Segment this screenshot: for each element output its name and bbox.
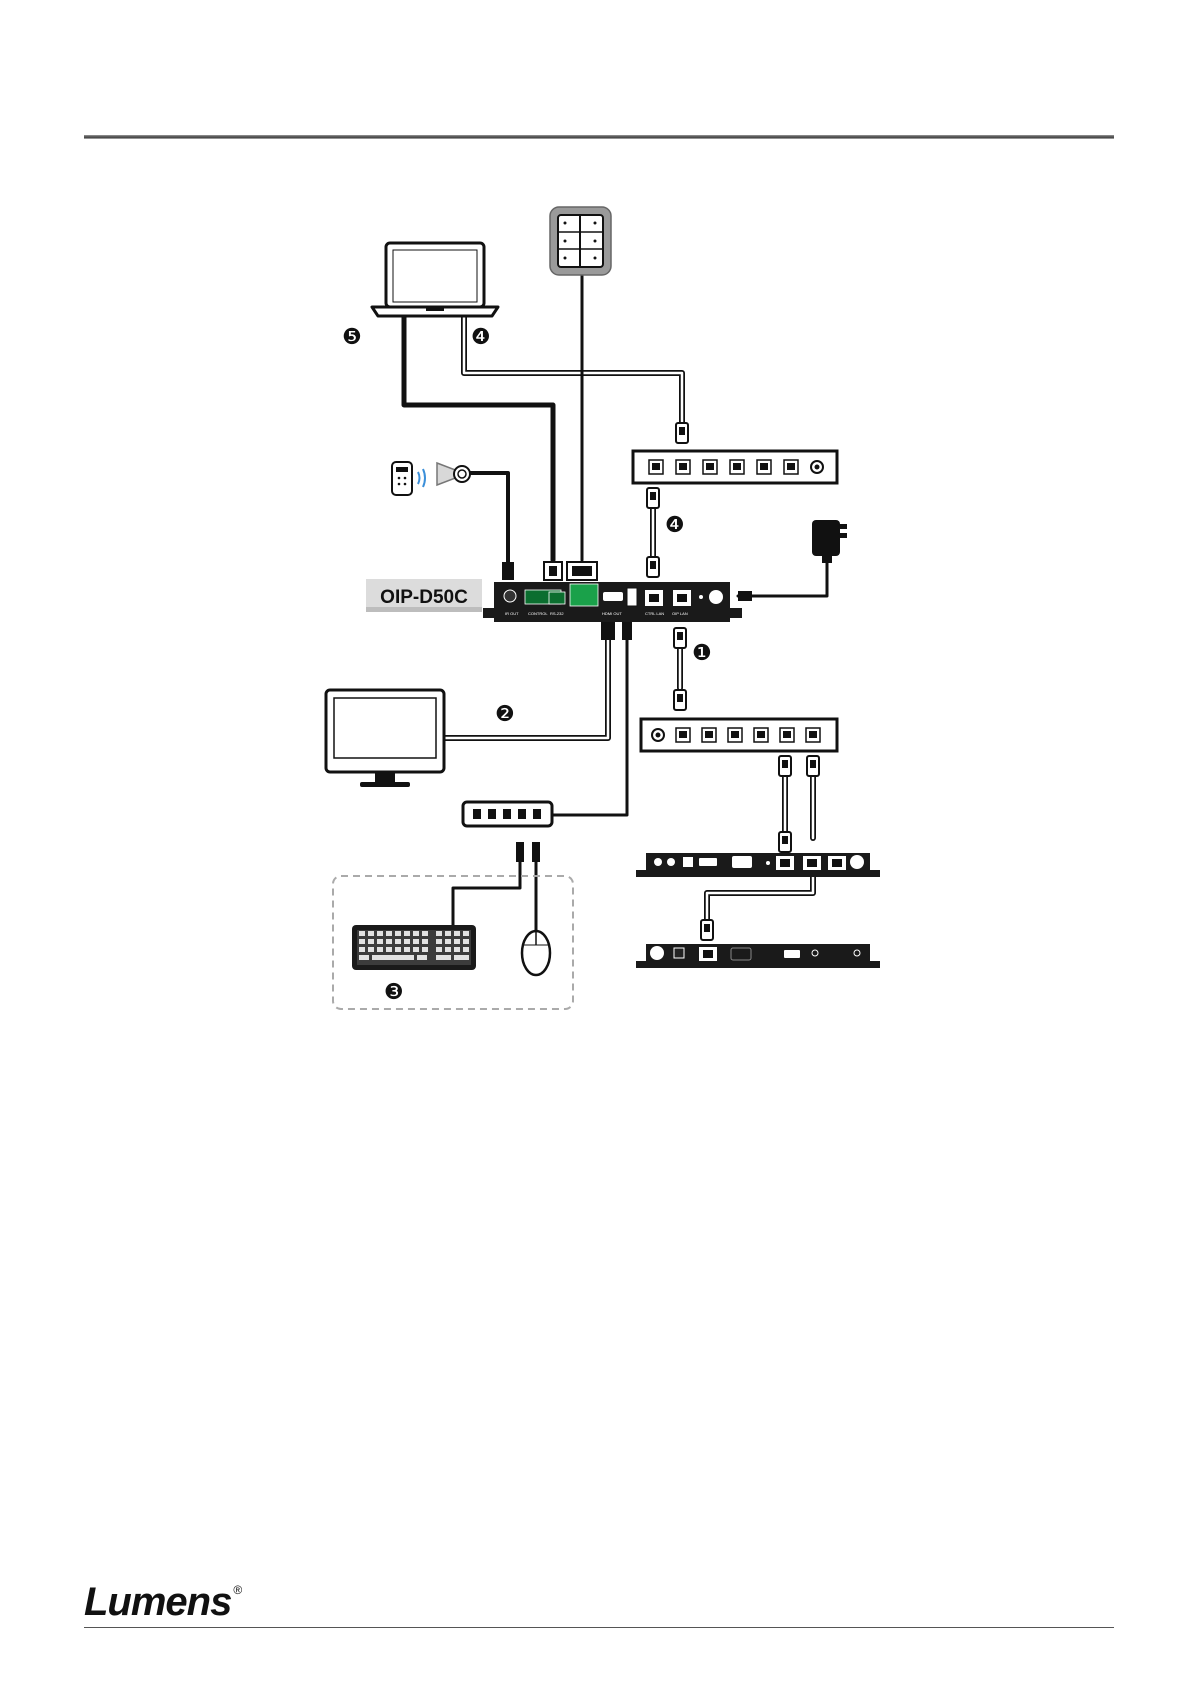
usb-hub-icon	[463, 802, 552, 826]
rj45-plug	[676, 423, 688, 443]
svg-text:IR OUT: IR OUT	[505, 611, 519, 616]
power-adapter-icon	[812, 520, 847, 563]
mouse-icon	[522, 931, 550, 975]
hdmi-plug	[601, 622, 615, 640]
rs232-terminal-plug	[544, 562, 562, 580]
network-switch-lower	[641, 719, 837, 751]
ir-remote-icon	[392, 462, 412, 495]
cable-enc-dec	[707, 872, 813, 920]
cable-hdmi	[445, 638, 608, 738]
ir-signal-icon	[418, 469, 425, 487]
ir-sensor-icon	[437, 463, 470, 485]
lumens-logo: Lumens®	[84, 1582, 239, 1622]
rj45-plug	[647, 557, 659, 577]
marker-4-upper: ❹	[471, 324, 491, 349]
usb-plug	[516, 842, 540, 862]
rj45-plug	[701, 920, 713, 940]
cable-rs232	[404, 316, 553, 560]
control-terminal-plug	[567, 562, 597, 580]
rj45-plug	[779, 832, 791, 852]
monitor-icon	[326, 690, 444, 787]
marker-2: ❷	[495, 701, 515, 726]
svg-text:CTRL LAN: CTRL LAN	[645, 611, 664, 616]
model-name: OIP-D50C	[380, 587, 468, 608]
model-label: OIP-D50C	[366, 579, 482, 612]
marker-5: ❺	[342, 324, 362, 349]
cable-ir	[468, 473, 508, 562]
marker-3: ❸	[384, 979, 404, 1004]
oip-d50c-device: IR OUT CONTROL RS-232 HDMI OUT CTRL LAN …	[483, 582, 742, 622]
rj45-plug	[807, 756, 819, 776]
marker-1: ❶	[692, 640, 712, 665]
svg-text:HDMI OUT: HDMI OUT	[602, 611, 622, 616]
control-panel-icon	[550, 207, 611, 275]
power-connector-plug	[738, 591, 752, 601]
usb-plug	[622, 622, 632, 640]
cable-keyboard	[453, 862, 520, 925]
registered-mark: ®	[233, 1583, 241, 1597]
svg-text:CONTROL: CONTROL	[528, 611, 548, 616]
logo-text: Lumens	[84, 1580, 231, 1624]
decoder-device	[636, 944, 880, 968]
svg-text:OIP LAN: OIP LAN	[672, 611, 688, 616]
cable-usb	[552, 638, 627, 815]
keyboard-icon	[352, 925, 476, 970]
laptop-icon	[372, 243, 498, 316]
footer-rule	[84, 1627, 1114, 1628]
svg-text:RS-232: RS-232	[550, 611, 564, 616]
rj45-plug	[647, 488, 659, 508]
marker-4-lower: ❹	[665, 512, 685, 537]
network-switch-upper	[633, 451, 837, 483]
rj45-plug	[779, 756, 791, 776]
rj45-plug	[674, 690, 686, 710]
ir-plug	[502, 562, 514, 580]
rj45-plug	[674, 628, 686, 648]
encoder-device	[636, 853, 880, 877]
